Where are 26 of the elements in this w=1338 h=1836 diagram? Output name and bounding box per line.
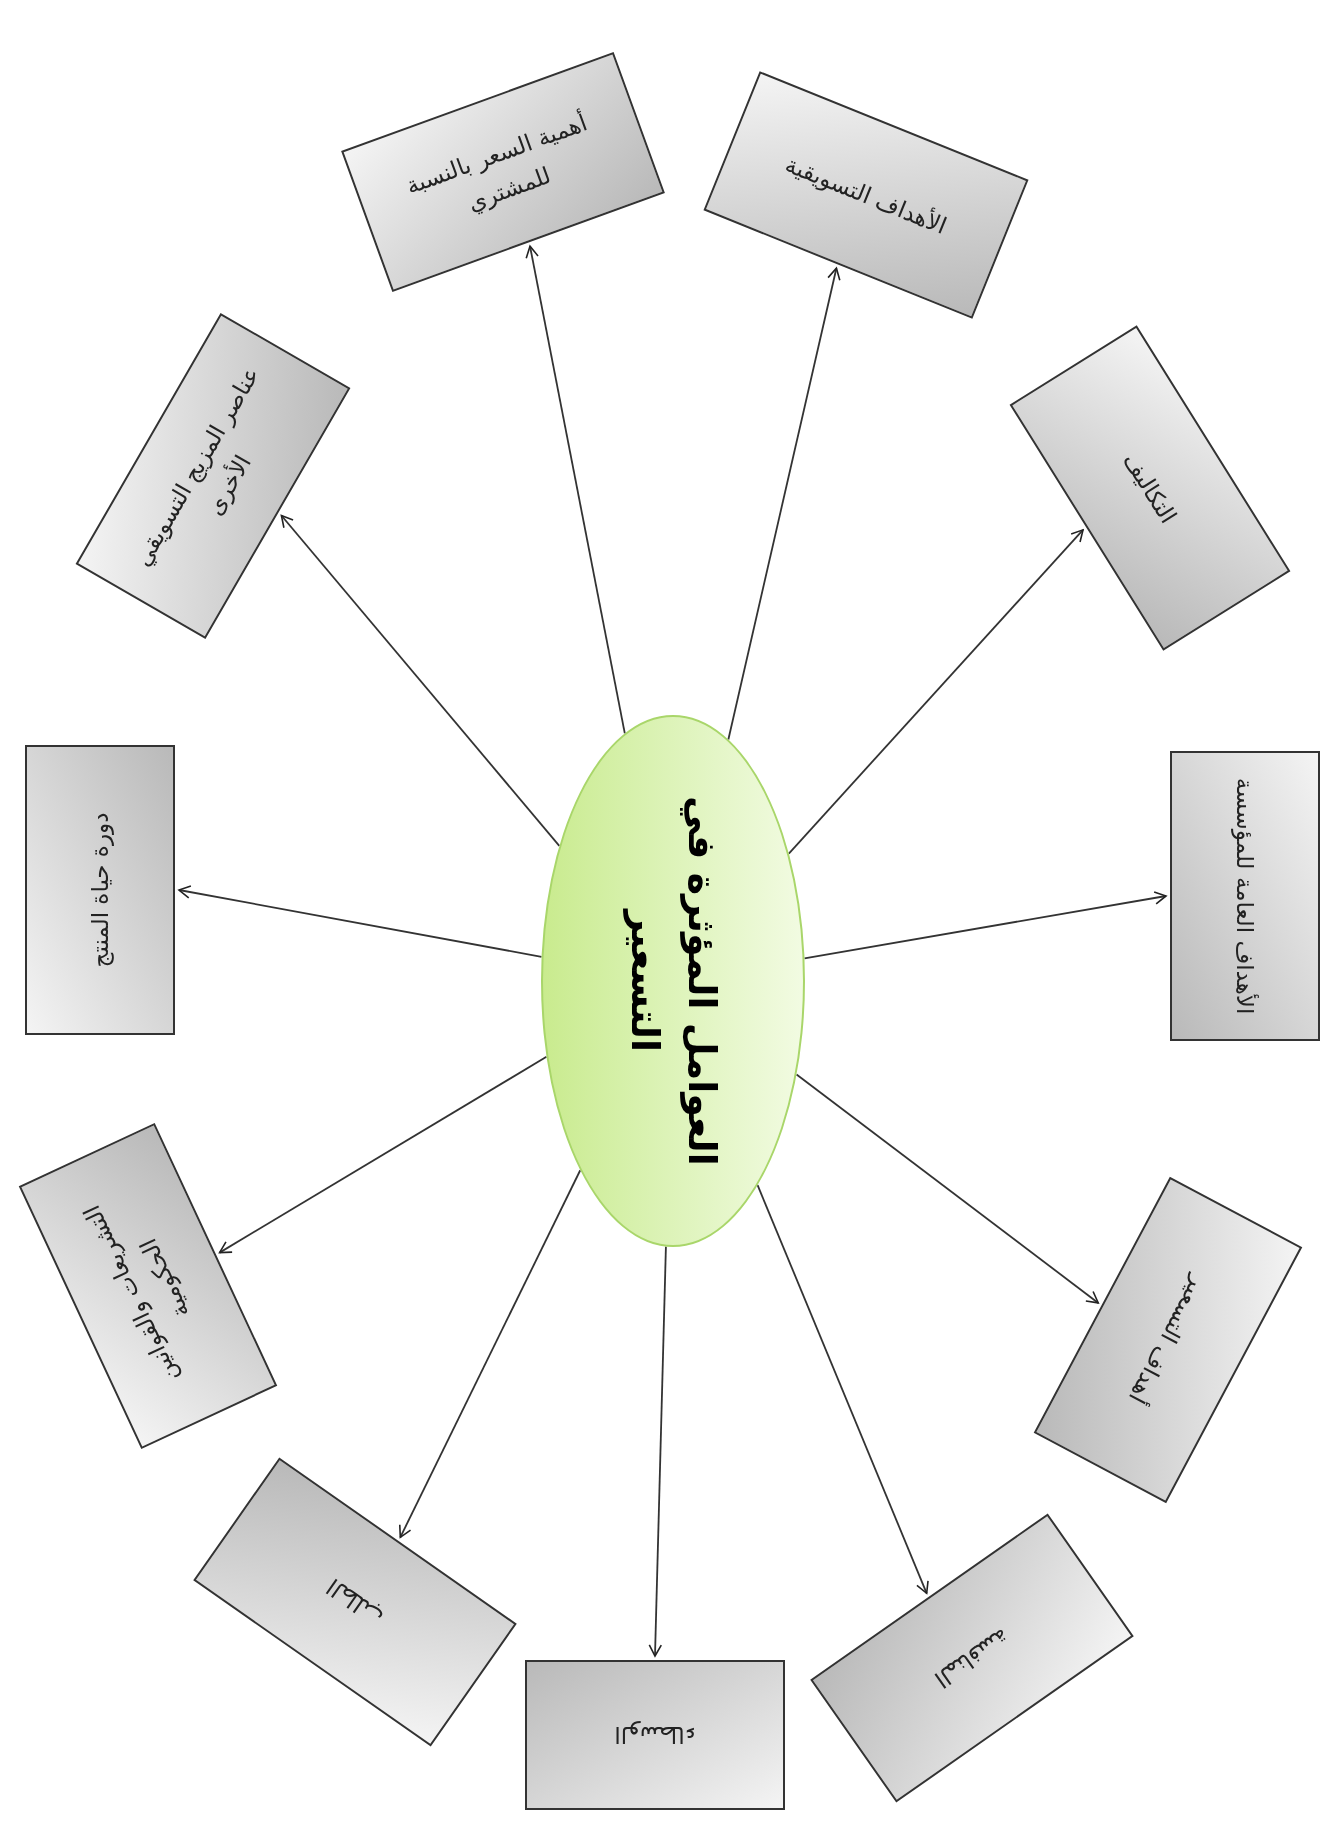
- factor-label: عناصر المزيج التسويقي الأخرى: [128, 361, 266, 573]
- arrow: [648, 1245, 667, 1657]
- factor-label: الأهداف العامة للمؤسسة: [1230, 777, 1260, 1015]
- factor-label: دورة حياة المنتج: [85, 812, 115, 968]
- arrow: [218, 1055, 548, 1254]
- arrow: [727, 267, 841, 741]
- factor-label: التشريعات والقوانين الحكومية: [77, 1200, 195, 1389]
- factor-box: [25, 745, 175, 1035]
- factor-label: الأهداف التسويقية: [780, 149, 952, 241]
- arrow: [756, 1184, 929, 1595]
- factor-label: الوسطاء: [614, 1720, 696, 1751]
- arrow: [795, 1073, 1100, 1304]
- arrow: [525, 245, 626, 735]
- arrow: [280, 514, 561, 847]
- arrow: [787, 528, 1084, 855]
- factor-label: أهمية السعر بالنسبة للمشتري: [401, 107, 592, 218]
- factor-label: الطلب: [320, 1572, 389, 1633]
- arrow: [178, 885, 543, 958]
- arrow: [803, 891, 1167, 960]
- factor-box: [1170, 751, 1320, 1041]
- factor-box: [525, 1660, 785, 1810]
- arrow: [398, 1169, 582, 1539]
- center-title: العوامل المؤثرة في التسعير: [622, 795, 725, 1168]
- factor-label: التكاليف: [1117, 446, 1183, 530]
- factor-label: المنافسة: [929, 1622, 1016, 1696]
- factor-label: أهداف التسعير: [1123, 1270, 1214, 1410]
